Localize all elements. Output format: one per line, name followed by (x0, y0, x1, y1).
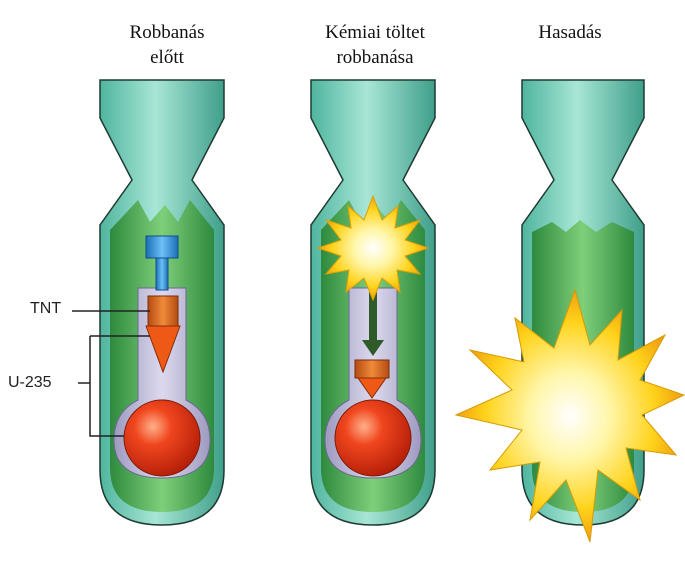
u235-label: U-235 (8, 374, 52, 392)
tnt-charge (148, 296, 178, 326)
u235-projectile (355, 360, 389, 378)
detonator (146, 236, 178, 258)
bomb-before-explosion (72, 80, 224, 525)
bomb-chemical-charge-explosion (311, 80, 435, 525)
tnt-label: TNT (30, 300, 61, 318)
bomb-fission (456, 80, 684, 542)
u235-target-sphere (124, 400, 200, 476)
u235-target-sphere (335, 400, 411, 476)
